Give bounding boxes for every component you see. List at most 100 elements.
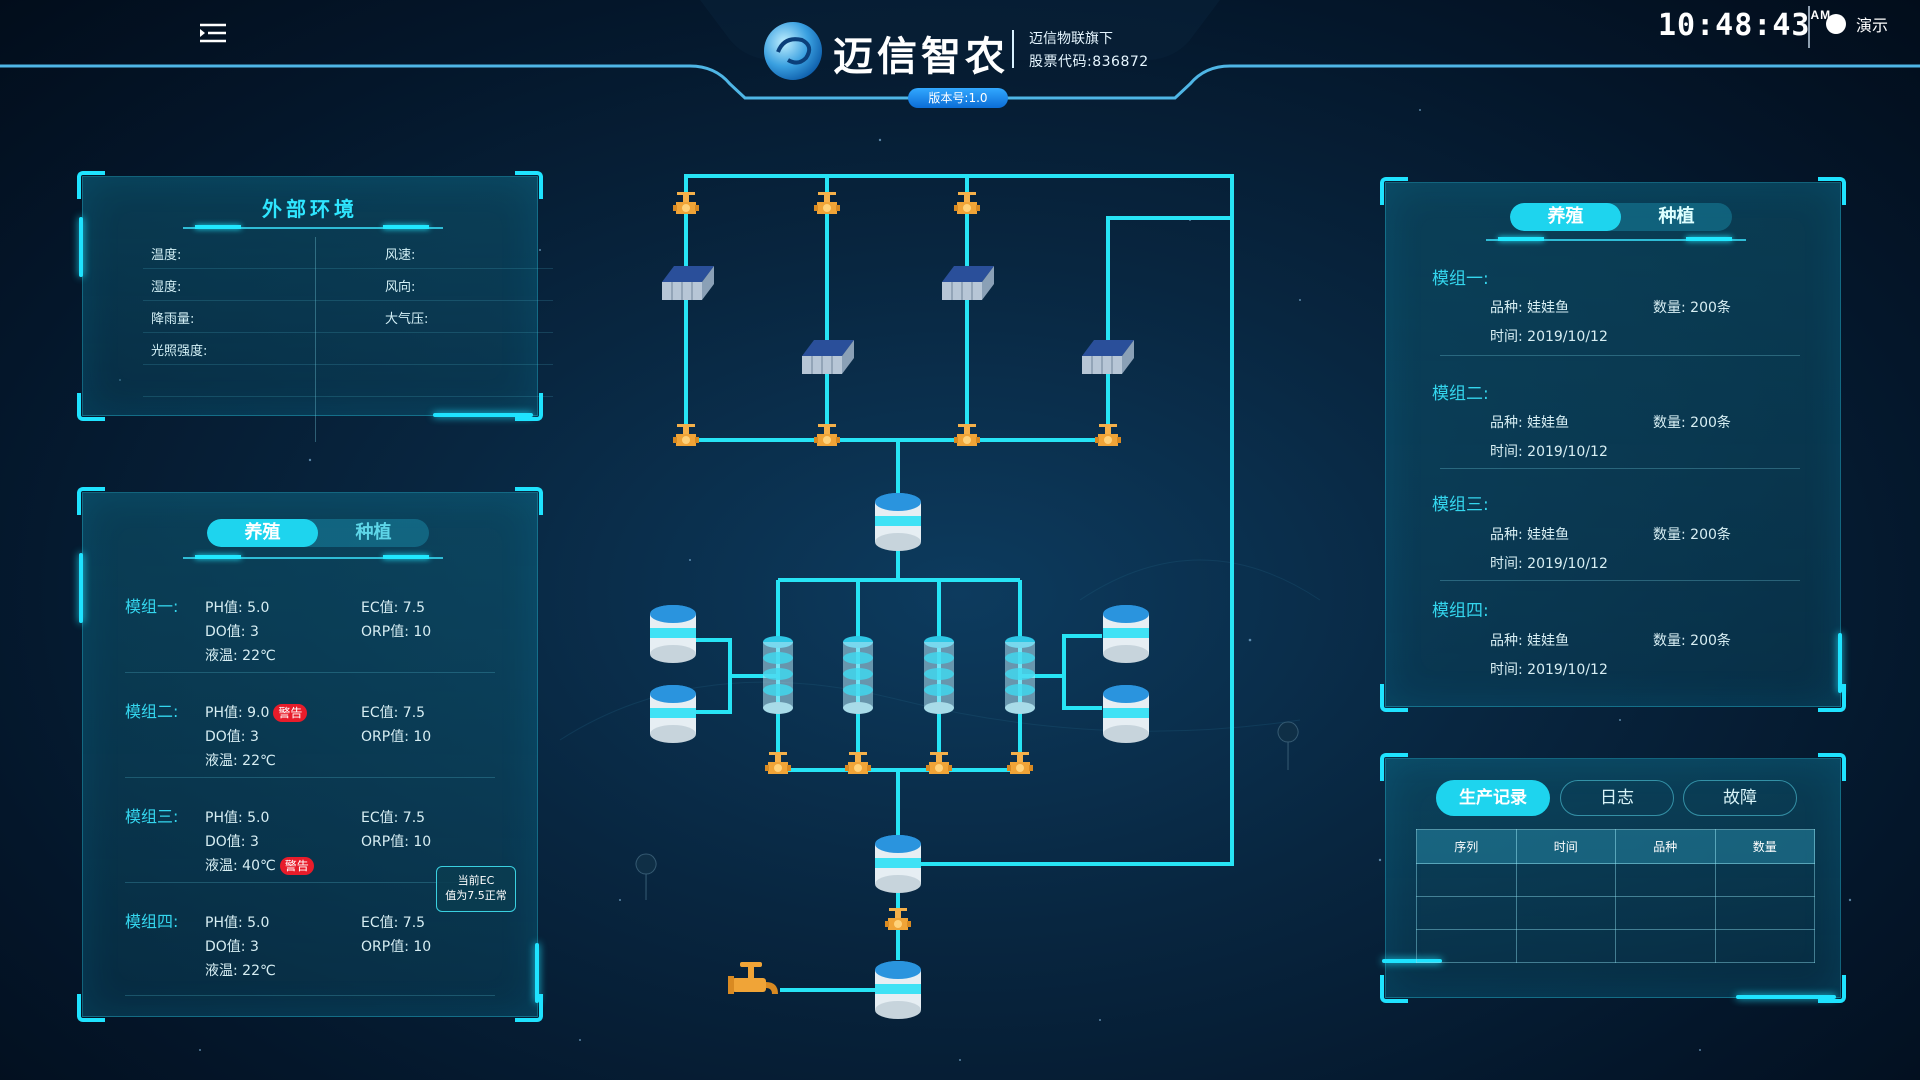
greenhouse-icon[interactable] [661, 265, 715, 301]
radio-icon[interactable] [1826, 14, 1846, 34]
ec-tooltip: 当前EC 值为7.5正常 [436, 866, 516, 912]
orp-value: ORP值: 10 [361, 834, 432, 850]
valve-icon[interactable] [673, 424, 699, 446]
faucet-icon[interactable] [728, 962, 778, 994]
brand-subtitle: 迈信物联旗下 [1029, 31, 1113, 47]
light-intensity-label: 光照强度: [151, 344, 208, 359]
menu-icon[interactable] [200, 23, 226, 43]
wind-speed-label: 风速: [385, 248, 416, 263]
ph-value: PH值: 5.0 [205, 810, 270, 826]
rainfall-label: 降雨量: [151, 312, 195, 327]
air-pressure-label: 大气压: [385, 312, 429, 327]
tab-planting[interactable]: 种植 [355, 522, 392, 543]
demo-label: 演示 [1856, 16, 1889, 35]
temperature-label: 温度: [151, 248, 182, 263]
env-row [143, 365, 553, 397]
tab-aquaculture[interactable]: 养殖 [207, 519, 318, 547]
logo-swirl-icon [764, 22, 822, 80]
count-value: 数量: 200条 [1653, 300, 1731, 316]
demo-toggle[interactable]: 演示 [1826, 13, 1888, 35]
module-name: 模组四: [125, 912, 179, 931]
column-header[interactable]: 时间 [1515, 829, 1616, 864]
do-value: DO值: 3 [205, 834, 259, 850]
humidity-label: 湿度: [151, 280, 182, 295]
valve-icon[interactable] [885, 908, 911, 930]
tank-icon[interactable] [875, 835, 921, 893]
valve-icon[interactable] [954, 192, 980, 214]
brand-name: 迈信智农 [833, 34, 1009, 80]
valve-icon[interactable] [954, 424, 980, 446]
valve-icon[interactable] [814, 192, 840, 214]
module-name: 模组三: [1432, 495, 1489, 515]
module-1: 模组一: PH值: 5.0 EC值: 7.5 DO值: 3 ORP值: 10 液… [125, 593, 495, 673]
column-header[interactable]: 数量 [1714, 829, 1815, 864]
ph-value: PH值: 9.0 [205, 705, 270, 721]
valve-icon[interactable] [765, 752, 791, 774]
module-4: 模组四: PH值: 5.0 EC值: 7.5 DO值: 3 ORP值: 10 液… [125, 908, 495, 996]
tank-icon[interactable] [875, 961, 921, 1019]
count-value: 数量: 200条 [1653, 415, 1731, 431]
filter-column-icon[interactable] [843, 636, 873, 714]
ec-value: EC值: 7.5 [361, 810, 426, 826]
tab-aquaculture[interactable]: 养殖 [1510, 203, 1621, 231]
tab-log[interactable]: 日志 [1560, 780, 1674, 816]
ec-value: EC值: 7.5 [361, 705, 426, 721]
time-value: 时间: 2019/10/12 [1490, 662, 1608, 678]
aquaculture-monitor-panel: 养殖 种植 模组一: PH值: 5.0 EC值: 7.5 DO值: 3 ORP值… [77, 487, 543, 1022]
count-value: 数量: 200条 [1653, 527, 1731, 543]
greenhouse-icon[interactable] [941, 265, 995, 301]
module-name: 模组四: [1432, 601, 1489, 621]
valve-icon[interactable] [926, 752, 952, 774]
liquid-temp-value: 液温: 22℃ [205, 753, 276, 769]
module-name: 模组一: [125, 597, 179, 616]
tab-planting[interactable]: 种植 [1658, 206, 1695, 227]
external-environment-panel: 外部环境 温度:风速: 湿度:风向: 降雨量:大气压: 光照强度: [77, 171, 553, 442]
module-name: 模组三: [125, 807, 179, 826]
do-value: DO值: 3 [205, 624, 259, 640]
clock: 10:48:43AM [1658, 8, 1831, 43]
valve-icon[interactable] [673, 192, 699, 214]
tank-icon[interactable] [875, 493, 921, 551]
liquid-temp-value: 液温: 22℃ [205, 648, 276, 664]
greenhouse-icon[interactable] [1081, 339, 1135, 375]
table-row[interactable] [1416, 863, 1815, 897]
category-toggle: 养殖 种植 [1510, 203, 1732, 231]
module-name: 模组一: [1432, 269, 1489, 289]
greenhouse-icon[interactable] [801, 339, 855, 375]
module-info-panel: 养殖 种植 [1380, 177, 1846, 712]
column-header[interactable]: 序列 [1416, 829, 1517, 864]
env-row: 温度: 风速: [143, 237, 553, 269]
valve-icon[interactable] [1007, 752, 1033, 774]
ec-value: EC值: 7.5 [361, 600, 426, 616]
tank-icon[interactable] [1103, 685, 1149, 743]
records-table: 序列 时间 品种 数量 [1416, 829, 1815, 963]
warning-badge[interactable]: 警告 [273, 704, 308, 722]
ec-tooltip-line2: 值为7.5正常 [445, 889, 507, 902]
tank-icon[interactable] [650, 605, 696, 663]
category-toggle: 养殖 种植 [207, 519, 429, 547]
tank-icon[interactable] [650, 685, 696, 743]
valve-icon[interactable] [845, 752, 871, 774]
warning-badge[interactable]: 警告 [279, 857, 314, 875]
tank-icon[interactable] [1103, 605, 1149, 663]
filter-column-icon[interactable] [924, 636, 954, 714]
table-row[interactable] [1416, 896, 1815, 930]
filter-column-icon[interactable] [1005, 636, 1035, 714]
clock-ampm: AM [1810, 8, 1832, 22]
tab-production-records[interactable]: 生产记录 [1436, 780, 1550, 816]
version-badge: 版本号:1.0 [908, 88, 1008, 108]
orp-value: ORP值: 10 [361, 939, 432, 955]
valve-icon[interactable] [814, 424, 840, 446]
filter-column-icon[interactable] [763, 636, 793, 714]
do-value: DO值: 3 [205, 729, 259, 745]
top-header: 迈信智农 迈信物联旗下 股票代码:836872 版本号:1.0 10:48:43… [0, 0, 1920, 110]
env-row: 降雨量: 大气压: [143, 301, 553, 333]
table-row[interactable] [1416, 929, 1815, 963]
time-value: 时间: 2019/10/12 [1490, 556, 1608, 572]
valve-icon[interactable] [1095, 424, 1121, 446]
orp-value: ORP值: 10 [361, 624, 432, 640]
stock-code: 股票代码:836872 [1029, 54, 1149, 70]
tab-fault[interactable]: 故障 [1683, 780, 1797, 816]
orp-value: ORP值: 10 [361, 729, 432, 745]
